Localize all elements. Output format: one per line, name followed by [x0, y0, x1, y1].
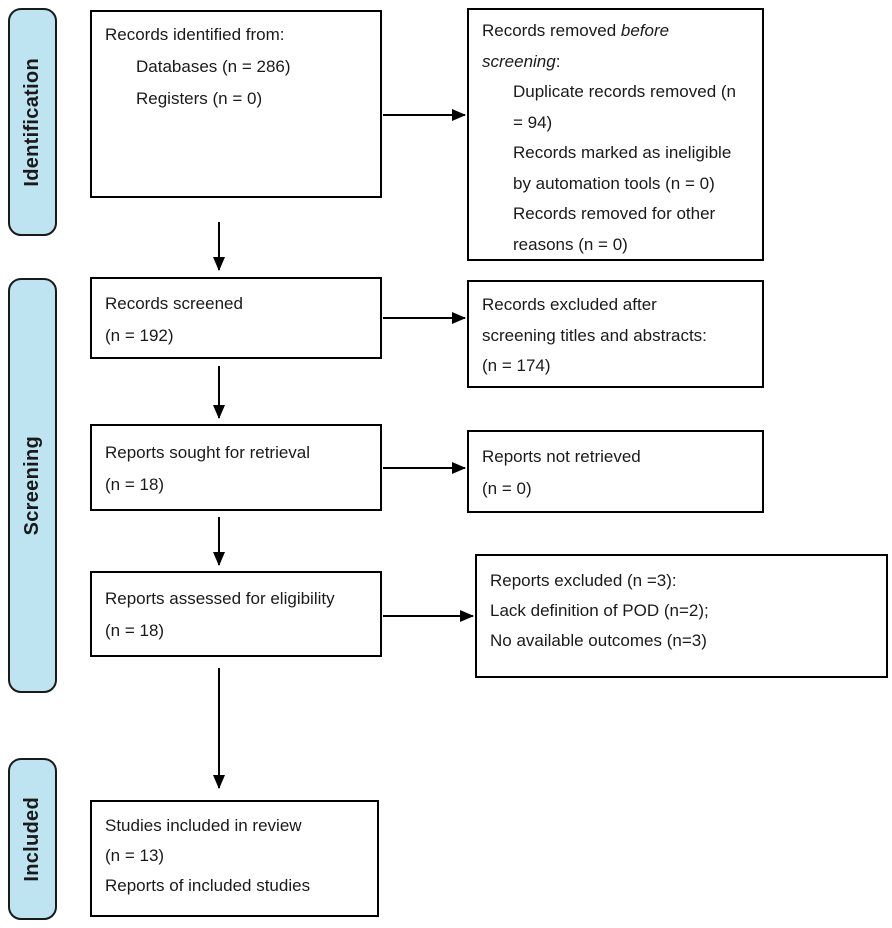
text-line: (n = 0) [482, 479, 532, 498]
box-reports-not-retrieved: Reports not retrieved (n = 0) [467, 430, 764, 513]
text-line: Reports sought for retrieval [105, 443, 311, 462]
box-records-identified: Records identified from: Databases (n = … [90, 10, 382, 198]
text-line: Databases (n = 286) [136, 57, 291, 76]
text-line: Records removed for other [513, 204, 716, 223]
text-line: screening titles and abstracts: [482, 325, 707, 345]
text-line: Records screened [105, 294, 243, 313]
stage-label-screening: Screening [8, 278, 57, 693]
stage-label-text: Screening [21, 435, 43, 536]
box-reports-assessed: Reports assessed for eligibility (n = 18… [90, 571, 382, 657]
text-line: Records identified from: [105, 25, 285, 44]
text-line: (n = 18) [105, 475, 165, 494]
text-line: reasons (n = 0) [513, 234, 628, 254]
text-line: (n = 18) [105, 621, 165, 640]
text-line: Lack definition of POD (n=2); [490, 601, 709, 620]
box-records-screened: Records screened (n = 192) [90, 277, 382, 359]
text-line: Reports not retrieved [482, 447, 641, 466]
stage-label-text: Included [21, 796, 43, 882]
text-line: Reports excluded (n =3): [490, 571, 677, 590]
box-reports-excluded: Reports excluded (n =3): Lack definition… [475, 554, 888, 678]
text-line: Records excluded after [482, 295, 657, 314]
box-records-excluded: Records excluded after screening titles … [467, 280, 764, 388]
stage-label-text: Identification [21, 57, 43, 187]
text-segment-italic: before [620, 21, 670, 40]
text-line: Records removed before [482, 16, 752, 47]
text-segment: : [555, 51, 561, 71]
text-line: (n = 192) [105, 326, 174, 345]
text-line: No available outcomes (n=3) [490, 631, 707, 650]
text-line: Reports of included studies [105, 876, 311, 895]
text-line: = 94) [513, 112, 553, 132]
box-reports-sought: Reports sought for retrieval (n = 18) [90, 424, 382, 511]
box-studies-included: Studies included in review (n = 13) Repo… [90, 800, 379, 917]
text-line: Records marked as ineligible [513, 143, 732, 162]
text-line: Reports assessed for eligibility [105, 589, 335, 608]
text-line: (n = 13) [105, 846, 165, 865]
text-line: by automation tools (n = 0) [513, 173, 715, 193]
text-line: Registers (n = 0) [136, 89, 263, 108]
stage-label-identification: Identification [8, 8, 57, 236]
text-segment-italic: screening [482, 51, 556, 71]
text-line: (n = 174) [482, 356, 551, 375]
text-segment: Records removed [482, 21, 621, 40]
box-records-removed-before-screening: Records removed before screening: Duplic… [467, 8, 764, 261]
text-line: Studies included in review [105, 816, 302, 835]
text-line: Duplicate records removed (n [513, 82, 736, 101]
text-line: screening: [482, 47, 752, 78]
stage-label-included: Included [8, 758, 57, 920]
